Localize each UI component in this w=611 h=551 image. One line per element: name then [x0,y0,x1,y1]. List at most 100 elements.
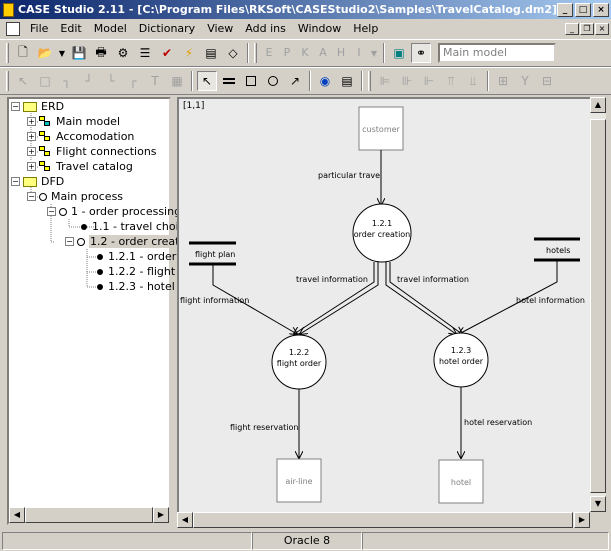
scroll-right-icon[interactable]: ▶ [574,512,590,528]
document-icon[interactable] [6,22,20,36]
connector2-disabled-icon[interactable]: ┘ [85,74,93,88]
space-vertical-icon[interactable]: ⊟ [541,74,553,88]
line-disabled-icon[interactable]: □ [39,74,51,88]
tree-node-travel-catalog[interactable]: + Travel catalog [27,159,133,174]
flow-flight-information[interactable]: flight information [180,265,297,334]
erd-mode-icon[interactable]: ▣ [393,46,405,60]
menu-file[interactable]: File [30,22,49,35]
print-icon[interactable]: 🖶 [95,44,107,59]
collapse-icon[interactable]: − [47,207,56,216]
menu-help[interactable]: Help [353,22,379,35]
new-file-icon[interactable]: 🗋 [18,44,28,59]
toolbar-grip[interactable] [6,43,9,63]
tree-node-travel-choice[interactable]: 1.1 - travel choic [81,219,185,234]
scroll-up-icon[interactable]: ▲ [590,97,606,113]
model-select[interactable]: Main model [438,43,556,63]
flow-hotel-reservation[interactable]: hotel reservation [461,387,532,458]
canvas-vertical-scrollbar[interactable]: ▲ ▼ [590,97,606,512]
collapse-icon[interactable]: − [11,177,20,186]
collapse-icon[interactable]: − [27,192,36,201]
connector4-disabled-icon[interactable]: ┌ [129,74,137,88]
tool-h[interactable]: H [336,46,346,59]
open-folder-icon[interactable]: 📂 [37,46,53,60]
tree-node-main-process[interactable]: − Main process [27,189,123,204]
expand-icon[interactable]: + [27,162,36,171]
tool-i[interactable]: I [357,46,361,59]
select-pointer-icon[interactable]: ↖ [197,71,217,91]
space-horizontal-icon[interactable]: ⊞ [497,74,509,88]
tool-p[interactable]: P [283,46,291,59]
scroll-down-icon[interactable]: ▼ [590,496,606,512]
align-right-icon[interactable]: ⊩ [423,74,435,88]
check-model-icon[interactable]: ✔ [161,46,173,60]
flow-travel-information-left[interactable]: travel information [294,262,379,334]
tool-k[interactable]: K [301,46,309,59]
tree-node-accomodation[interactable]: + Accomodation [27,129,134,144]
eraser-icon[interactable]: ◇ [228,46,238,60]
properties-icon[interactable]: ▤ [341,74,353,88]
align-left-icon[interactable]: ⊫ [379,74,391,88]
expand-icon[interactable]: + [27,132,36,141]
flow-arrow-tool-icon[interactable]: ↗ [289,74,301,88]
menu-model[interactable]: Model [93,22,127,35]
tree-node-1-2-2[interactable]: 1.2.2 - flight [97,264,175,279]
tree-node-dfd[interactable]: − DFD [11,174,64,189]
dfd-mode-icon[interactable]: ⚭ [411,43,431,63]
doc-close-icon[interactable]: × [595,23,609,35]
flow-particular-travel[interactable]: particular travel [318,150,382,205]
process-order-creation[interactable]: 1.2.1 order creation [352,203,412,263]
table-disabled-icon[interactable]: ▦ [171,74,183,88]
external-entity-tool-icon[interactable] [241,71,261,91]
expand-icon[interactable]: + [27,147,36,156]
doc-minimize-icon[interactable]: _ [565,23,579,35]
flow-flight-reservation[interactable]: flight reservation [230,389,299,458]
scroll-left-icon[interactable]: ◀ [9,507,25,523]
scroll-thumb[interactable] [193,512,573,528]
text-disabled-icon[interactable]: T [151,74,159,88]
filter-icon[interactable]: Y [521,74,529,88]
process-flight-order[interactable]: 1.2.2 flight order [271,334,327,390]
toolbar-grip-4[interactable] [368,71,371,91]
globe-icon[interactable]: ◉ [319,74,331,88]
connector-disabled-icon[interactable]: ┐ [63,74,71,88]
maximize-icon[interactable]: □ [575,2,591,17]
process-hotel-order[interactable]: 1.2.3 hotel order [433,332,489,388]
diagram-canvas[interactable]: [1,1] customer particular travel 1.2.1 o… [177,97,590,512]
dropdown-arrow-icon[interactable]: ▼ [58,48,66,58]
menu-window[interactable]: Window [297,22,342,35]
external-entity-airline[interactable]: air-line [276,458,322,503]
lightning-icon[interactable]: ⚡ [184,46,194,60]
minimize-icon[interactable]: _ [557,2,573,17]
connector3-disabled-icon[interactable]: └ [107,74,115,88]
align-center-icon[interactable]: ⊪ [401,74,413,88]
external-entity-hotel[interactable]: hotel [438,459,484,504]
menu-add-ins[interactable]: Add ins [245,22,286,35]
toolbar-grip-2[interactable] [254,43,257,63]
tree-node-order-processing[interactable]: − 1 - order processing [47,204,181,219]
menu-edit[interactable]: Edit [60,22,82,35]
doc-restore-icon[interactable]: ❐ [580,23,594,35]
collapse-icon[interactable]: − [11,102,20,111]
scroll-right-icon[interactable]: ▶ [153,507,169,523]
toolbar-grip-3[interactable] [6,71,9,91]
datastore-flight-plan[interactable]: flight plan [189,241,236,266]
tree-node-order-creation[interactable]: − 1.2 - order creat [65,234,181,249]
external-entity-customer[interactable]: customer [358,106,404,151]
close-icon[interactable]: × [593,2,609,17]
datastore-tool-icon[interactable] [219,71,239,91]
report-icon[interactable]: ☰ [139,46,151,60]
save-icon[interactable]: 💾 [71,46,87,60]
menu-view[interactable]: View [207,22,234,35]
pointer-disabled-icon[interactable]: ↖ [17,74,29,88]
flow-hotel-information[interactable]: hotel information [459,261,585,334]
collapse-icon[interactable]: − [65,237,74,246]
tree-node-erd[interactable]: − ERD [11,99,64,114]
tool-a[interactable]: A [319,46,327,59]
menu-dictionary[interactable]: Dictionary [138,22,196,35]
canvas-horizontal-scrollbar[interactable]: ◀ ▶ [177,512,590,528]
tool-e[interactable]: E [265,46,273,59]
datastore-hotels[interactable]: hotels [534,237,580,262]
tree-node-flight-connections[interactable]: + Flight connections [27,144,157,159]
tree-node-1-2-3[interactable]: 1.2.3 - hotel [97,279,175,294]
dictionary-icon[interactable]: ▤ [205,46,217,60]
